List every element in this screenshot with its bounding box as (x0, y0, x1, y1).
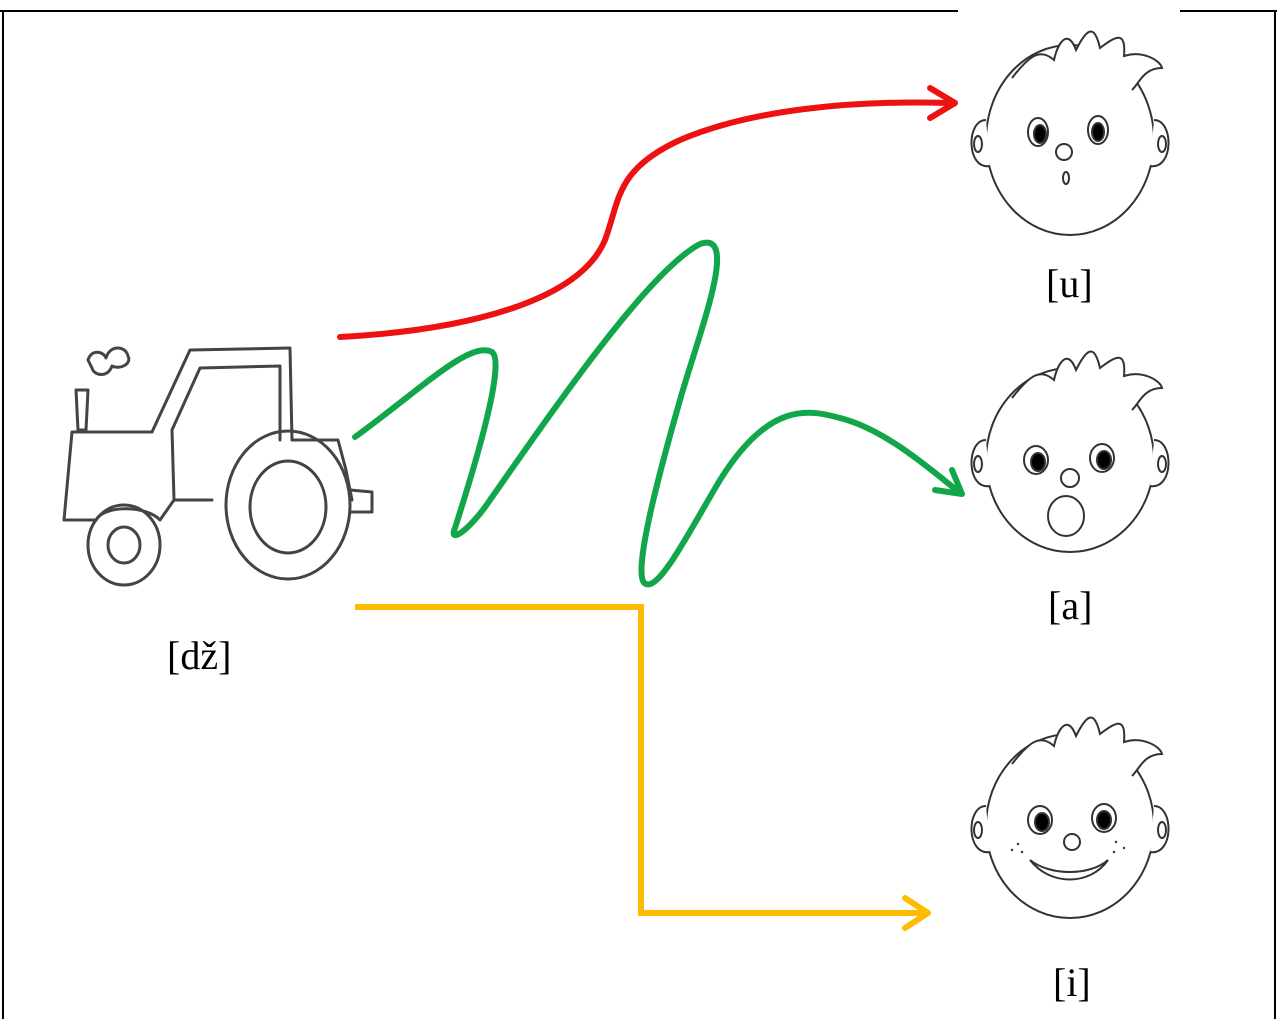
red-arrowhead (927, 85, 958, 121)
face-i-icon (970, 716, 1170, 919)
frame-notch (958, 9, 1180, 13)
label-face-u: [u] (1046, 261, 1093, 306)
yellow-path (355, 604, 925, 916)
frame-right-border (1274, 10, 1276, 1019)
green-arrowhead (932, 467, 965, 497)
face-u-icon (970, 30, 1170, 236)
yellow-arrowhead (902, 895, 931, 931)
face-a-icon (970, 350, 1170, 553)
label-face-i: [i] (1053, 960, 1091, 1005)
frame-left-border (2, 10, 4, 1019)
tractor-icon (62, 346, 374, 587)
label-face-a: [a] (1048, 583, 1093, 628)
label-tractor: [dž] (167, 633, 232, 678)
frame-top-border (0, 10, 1277, 12)
red-path (337, 99, 953, 340)
green-path (352, 239, 963, 588)
